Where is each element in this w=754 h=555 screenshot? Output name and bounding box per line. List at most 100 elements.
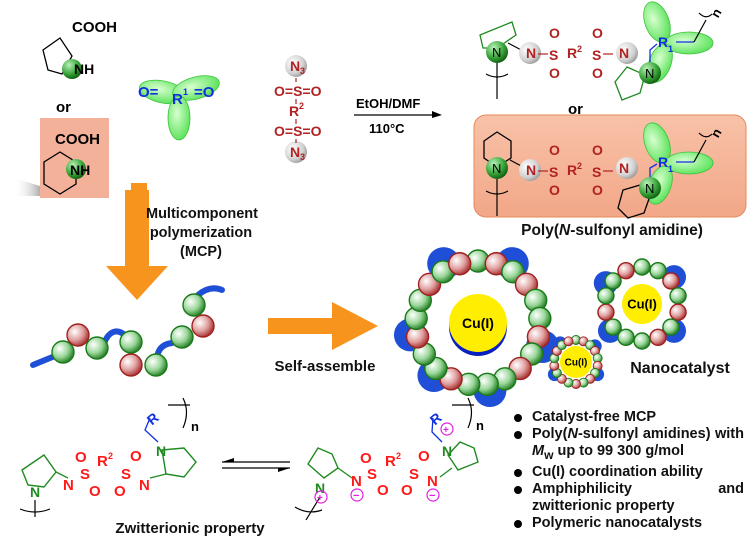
red-bead <box>563 336 574 347</box>
svg-text:N: N <box>442 443 452 459</box>
bullet-icon <box>514 468 522 477</box>
svg-text:O: O <box>75 449 87 466</box>
svg-text:N: N <box>492 45 501 60</box>
svg-text:N: N <box>645 181 654 196</box>
cu-label: Cu(I) <box>462 315 494 331</box>
svg-text:n: n <box>708 6 725 20</box>
svg-text:O: O <box>401 482 413 499</box>
svg-text:O: O <box>592 65 603 81</box>
red-bead <box>649 328 667 347</box>
bullet-icon <box>514 519 522 528</box>
svg-text:S: S <box>592 164 601 180</box>
proline-monomer: COOH NH <box>42 19 117 79</box>
cu-core <box>560 346 592 378</box>
green-bead <box>604 272 622 290</box>
green-bead <box>182 293 206 317</box>
cooh-label: COOH <box>72 19 117 36</box>
amine-ball <box>66 159 86 179</box>
green-bead <box>617 328 635 347</box>
red-bead <box>191 314 215 338</box>
svg-text:3: 3 <box>300 66 305 76</box>
chain-linker <box>30 353 58 368</box>
nanocatalyst-label: Nanocatalyst <box>630 360 730 377</box>
cu-label: Cu(I) <box>565 358 588 369</box>
pipecolic-monomer: COOH NH <box>14 118 109 198</box>
svg-text:2: 2 <box>299 101 304 111</box>
green-bead <box>119 330 143 354</box>
green-bead <box>649 261 667 280</box>
zwitterionic-caption: Zwitterionic property <box>115 520 265 537</box>
svg-text:O: O <box>377 482 389 499</box>
highlight-item: Poly(N-sulfonyl amidines) with Mw up to … <box>512 426 744 464</box>
bullet-icon <box>514 431 522 439</box>
svg-text:−: − <box>429 490 435 502</box>
highlight-item: Cu(I) coordination ability <box>512 464 744 481</box>
aldehyde-right: =O <box>194 84 215 101</box>
red-bead <box>448 252 472 276</box>
green-bead <box>85 336 109 360</box>
amine-ball <box>62 59 82 79</box>
svg-text:1: 1 <box>183 87 188 97</box>
self-assemble-label: Self-assemble <box>274 358 376 375</box>
highlight-item: Polymeric nanocatalysts <box>512 515 744 532</box>
dialdehyde-monomer: O= R 1 =O <box>138 75 220 141</box>
svg-text:N: N <box>156 443 166 459</box>
svg-text:2: 2 <box>577 44 582 54</box>
bullet-icon <box>514 414 522 422</box>
svg-text:N: N <box>526 45 536 61</box>
svg-text:S: S <box>80 466 90 483</box>
svg-text:O: O <box>592 182 603 198</box>
red-bead <box>66 323 90 347</box>
red-bead <box>617 261 635 280</box>
svg-text:R: R <box>658 154 668 170</box>
svg-text:O: O <box>360 450 372 467</box>
svg-text:S: S <box>367 466 377 483</box>
svg-text:2: 2 <box>108 451 113 461</box>
cu-label: Cu(I) <box>627 297 657 312</box>
svg-text:O: O <box>592 25 603 41</box>
svg-text:n: n <box>476 418 484 433</box>
svg-text:N: N <box>63 477 74 494</box>
or-label-monomer: or <box>56 99 71 116</box>
svg-text:N: N <box>290 58 300 74</box>
svg-text:+: + <box>317 493 323 504</box>
svg-text:N: N <box>30 484 40 500</box>
green-bead <box>597 287 615 305</box>
cooh-label: COOH <box>55 131 100 148</box>
product-piperidine: N N S O O R 2 S O O N N R 1 n <box>473 114 747 219</box>
bullet-icon <box>514 485 522 494</box>
green-bead <box>144 353 168 377</box>
mcp-arrow <box>106 190 168 300</box>
chain-linker <box>195 285 225 298</box>
svg-text:S: S <box>549 164 558 180</box>
red-bead <box>597 303 615 321</box>
conditions-solvent: EtOH/DMF <box>356 96 420 111</box>
svg-text:3: 3 <box>300 152 305 162</box>
cu-core <box>622 284 662 324</box>
green-bead <box>604 318 622 336</box>
svg-text:R: R <box>97 453 108 470</box>
green-bead <box>669 287 687 305</box>
highlight-box <box>473 114 747 218</box>
svg-text:O: O <box>549 65 560 81</box>
green-bead <box>170 325 194 349</box>
mcp-label: Multicomponent polymerization (MCP) <box>146 206 258 260</box>
highlights-list: Catalyst-free MCP Poly(N-sulfonyl amidin… <box>512 409 744 532</box>
svg-text:1: 1 <box>668 164 673 174</box>
svg-text:O: O <box>549 25 560 41</box>
or-label-product: or <box>568 101 583 118</box>
svg-text:n: n <box>191 419 199 434</box>
svg-text:1: 1 <box>668 44 673 54</box>
reaction-arrow: EtOH/DMF 110°C <box>354 96 442 136</box>
red-bead <box>119 353 143 377</box>
green-bead <box>633 332 651 350</box>
svg-text:O: O <box>114 483 126 500</box>
svg-text:N: N <box>492 161 501 176</box>
highlight-item: Amphiphilicity and zwitterionic property <box>512 481 744 515</box>
svg-text:O: O <box>549 182 560 198</box>
polymer-chain <box>30 285 225 377</box>
cu-core <box>449 294 507 352</box>
svg-text:S: S <box>549 47 558 63</box>
svg-text:R: R <box>567 162 577 178</box>
